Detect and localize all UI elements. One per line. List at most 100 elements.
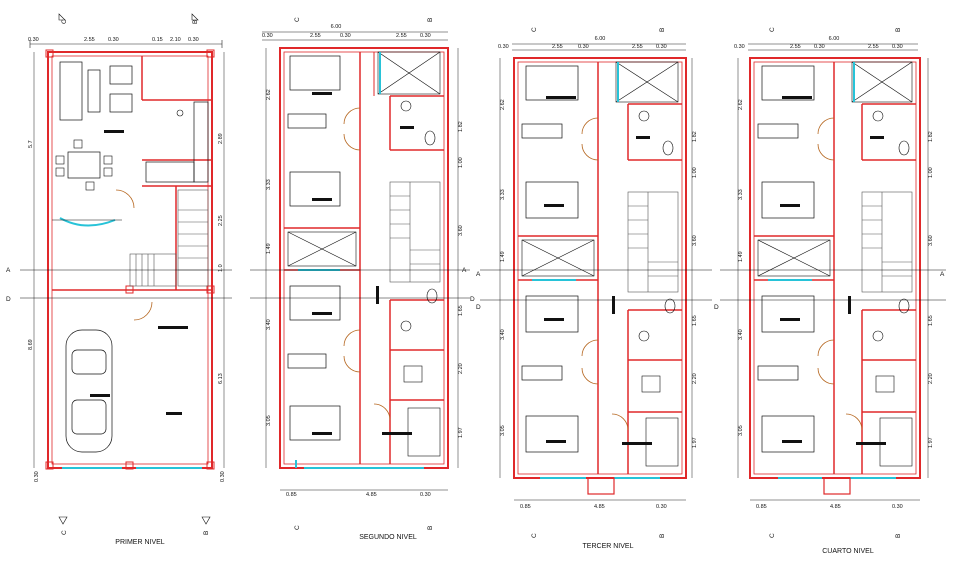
section-marker-b-top: B [659, 28, 666, 32]
section-marker-c-top: C [61, 19, 68, 24]
dim-top-0: 0.30 [28, 37, 39, 43]
section-marker-d: D [476, 304, 481, 311]
dim-left-1: 3.33 [738, 189, 744, 200]
dim-top-0: 0.30 [734, 44, 745, 50]
dim-right-3: 1.65 [692, 315, 698, 326]
dim-left-1: 3.33 [500, 189, 506, 200]
section-marker-c-bottom: C [769, 533, 776, 538]
dim-left-4: 3.05 [266, 415, 272, 426]
dim-left-4: 3.05 [738, 425, 744, 436]
dim-right-0: 1.82 [458, 121, 464, 132]
dim-left-2: 1.49 [266, 243, 272, 254]
dim-top-3: 2.55 [396, 33, 407, 39]
dim-right-0: 1.82 [692, 131, 698, 142]
dim-top-0: 0.30 [498, 44, 509, 50]
plan-tercer-nivel: 6.00 0.30 2.55 0.30 2.55 0.30 C B C B [476, 27, 712, 550]
section-marker-d: D [6, 296, 11, 303]
dim-left-4: 3.05 [500, 425, 506, 436]
dim-right-2: 3.60 [458, 225, 464, 236]
section-marker-b-bottom: B [203, 531, 210, 535]
dim-top-1: 2.55 [552, 44, 563, 50]
dim-right-4: 2.20 [692, 373, 698, 384]
dim-left-3: 3.40 [500, 329, 506, 340]
dim-top-1: 2.55 [310, 33, 321, 39]
dim-top-total: 6.00 [331, 24, 342, 30]
section-marker-c-top: C [531, 27, 538, 32]
dim-top-2: 0.30 [578, 44, 589, 50]
section-marker-a: A [6, 267, 11, 274]
dim-left-3: 3.40 [266, 319, 272, 330]
dim-top-3: 2.55 [868, 44, 879, 50]
section-marker-b-bottom: B [427, 526, 434, 530]
section-marker-d: D [470, 296, 475, 303]
dim-right-3: 1.65 [458, 305, 464, 316]
dim-top-2: 0.30 [108, 37, 119, 43]
plan-title-tercer-nivel: TERCER NIVEL [583, 543, 634, 550]
dim-left-0: 2.62 [266, 89, 272, 100]
section-marker-c-top: C [294, 17, 301, 22]
dim-bottom-1: 4.85 [366, 492, 377, 498]
dim-right-3: 1.65 [928, 315, 934, 326]
dim-right-1: 2.25 [218, 215, 224, 226]
plan-title-cuarto-nivel: CUARTO NIVEL [822, 548, 874, 555]
section-marker-b-top: B [192, 20, 199, 24]
dim-top-1: 2.55 [790, 44, 801, 50]
dim-right-3: 6.13 [218, 373, 224, 384]
section-marker-c-bottom: C [61, 530, 68, 535]
dim-left-0: 2.62 [500, 99, 506, 110]
dim-right-5: 1.97 [692, 437, 698, 448]
car-icon [65, 329, 113, 453]
dim-bottom-0: 0.30 [34, 471, 40, 482]
dim-left-3: 3.40 [738, 329, 744, 340]
section-marker-a: A [940, 271, 945, 278]
dim-right-2: 1.0 [218, 264, 224, 272]
dim-left-0: 2.62 [738, 99, 744, 110]
dim-top-4: 0.30 [656, 44, 667, 50]
dim-bottom-0: 0.85 [756, 504, 767, 510]
dim-top-2: 0.30 [814, 44, 825, 50]
section-marker-d: D [714, 304, 719, 311]
dim-bottom-1: 0.30 [220, 471, 226, 482]
dim-right-1: 1.00 [692, 167, 698, 178]
dim-left-2: 1.49 [500, 251, 506, 262]
dim-right-1: 1.00 [928, 167, 934, 178]
dim-top-2: 0.30 [340, 33, 351, 39]
dim-left-0: 5.7 [28, 140, 34, 148]
section-marker-a: A [462, 267, 467, 274]
dim-right-5: 1.97 [458, 427, 464, 438]
dim-bottom-2: 0.30 [892, 504, 903, 510]
plan-cuarto-nivel: 6.00 0.30 2.55 0.30 2.55 0.30 C B C B [714, 27, 946, 555]
dim-left-1: 8.69 [28, 339, 34, 350]
dim-top-total: 6.00 [829, 36, 840, 42]
dim-top-4: 2.10 [170, 37, 181, 43]
dim-bottom-2: 0.30 [656, 504, 667, 510]
section-marker-c-bottom: C [531, 533, 538, 538]
dim-right-0: 2.89 [218, 133, 224, 144]
dim-right-1: 1.00 [458, 157, 464, 168]
dim-top-1: 2.55 [84, 37, 95, 43]
dim-right-5: 1.97 [928, 437, 934, 448]
section-marker-b-top: B [895, 28, 902, 32]
section-marker-b-bottom: B [659, 534, 666, 538]
dim-bottom-2: 0.30 [420, 492, 431, 498]
dim-right-2: 3.60 [928, 235, 934, 246]
dim-bottom-0: 0.85 [520, 504, 531, 510]
dim-left-2: 1.49 [738, 251, 744, 262]
dim-bottom-1: 4.85 [594, 504, 605, 510]
dim-top-total: 6.00 [595, 36, 606, 42]
dim-top-3: 2.55 [632, 44, 643, 50]
dim-top-4: 0.30 [420, 33, 431, 39]
dim-right-4: 2.20 [458, 363, 464, 374]
plan-title-primer-nivel: PRIMER NIVEL [115, 539, 165, 546]
dim-left-1: 3.33 [266, 179, 272, 190]
dim-top-4: 0.30 [892, 44, 903, 50]
dim-bottom-0: 0.85 [286, 492, 297, 498]
dim-right-0: 1.82 [928, 131, 934, 142]
dim-top-5: 0.30 [188, 37, 199, 43]
section-marker-b-top: B [427, 18, 434, 22]
dim-top-3: 0.15 [152, 37, 163, 43]
plan-primer-nivel: 0.30 2.55 0.30 0.15 2.10 0.30 C B C B [6, 13, 232, 546]
section-marker-a: A [476, 271, 481, 278]
section-marker-b-bottom: B [895, 534, 902, 538]
